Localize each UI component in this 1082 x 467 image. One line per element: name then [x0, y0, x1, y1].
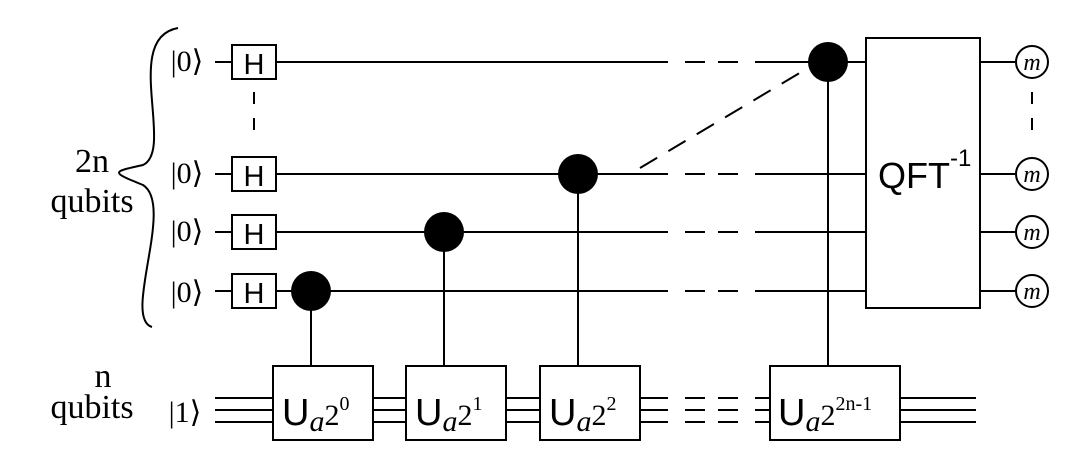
- skipped-stages-link: [639, 67, 809, 169]
- u-base: U: [415, 392, 442, 434]
- u-two: 2: [591, 399, 606, 432]
- hadamard-gate-2: H: [231, 156, 277, 193]
- control-dot-2: [558, 154, 598, 194]
- modexp-gate-2: Ua22: [539, 365, 641, 441]
- svg-text:Ua22n-1: Ua22n-1: [778, 392, 872, 438]
- u-exp: 2: [606, 393, 616, 415]
- hadamard-label: H: [244, 49, 265, 81]
- ket-zero-2: |0⟩: [171, 157, 204, 190]
- hadamard-gate-bottom: H: [231, 273, 277, 310]
- control-dot-1: [424, 212, 464, 252]
- measurement-label: m: [1023, 220, 1040, 246]
- svg-text:QFT-1: QFT-1: [878, 145, 971, 196]
- u-exp: 0: [339, 393, 349, 415]
- u-sub: a: [805, 405, 820, 438]
- measurement-label: m: [1023, 279, 1040, 305]
- measurement-2: m: [1015, 215, 1049, 249]
- control-register-size: 2n: [75, 143, 109, 180]
- u-sub: a: [442, 405, 457, 438]
- svg-text:Ua22: Ua22: [549, 392, 616, 438]
- measurement-0: m: [1015, 45, 1049, 79]
- hadamard-gate-3: H: [231, 214, 277, 251]
- measurement-3: m: [1015, 274, 1049, 308]
- u-exp: 2n-1: [835, 393, 872, 415]
- control-register-word: qubits: [50, 183, 133, 220]
- u-two: 2: [820, 399, 835, 432]
- hadamard-label: H: [244, 219, 265, 251]
- u-base: U: [549, 392, 576, 434]
- hadamard-label: H: [244, 161, 265, 193]
- ket-zero-bottom: |0⟩: [171, 276, 204, 309]
- inverse-qft-gate: QFT-1: [865, 37, 981, 309]
- u-sub: a: [576, 405, 591, 438]
- target-register-size: n: [95, 358, 112, 395]
- u-two: 2: [457, 399, 472, 432]
- target-register-word: qubits: [50, 389, 133, 426]
- measurement-1: m: [1015, 157, 1049, 191]
- hadamard-label: H: [244, 278, 265, 310]
- control-dot-3: [808, 42, 848, 82]
- modexp-gate-1: Ua21: [405, 365, 507, 441]
- qft-superscript: -1: [950, 145, 971, 172]
- svg-text:Ua21: Ua21: [415, 392, 482, 438]
- control-register-brace: [118, 27, 179, 328]
- measurement-label: m: [1023, 50, 1040, 76]
- svg-text:Ua20: Ua20: [282, 392, 349, 438]
- control-dot-0: [291, 271, 331, 311]
- ket-zero-top: |0⟩: [171, 45, 204, 78]
- modexp-gate-last: Ua22n-1: [769, 365, 901, 441]
- ket-zero-3: |0⟩: [171, 215, 204, 248]
- u-sub: a: [309, 405, 324, 438]
- u-two: 2: [324, 399, 339, 432]
- u-base: U: [282, 392, 309, 434]
- ket-one: |1⟩: [169, 396, 202, 429]
- u-exp: 1: [472, 393, 482, 415]
- control-wires: [215, 61, 1015, 292]
- qft-label: QFT: [878, 155, 950, 196]
- modexp-gate-0: Ua20: [272, 365, 374, 441]
- measurement-label: m: [1023, 162, 1040, 188]
- hadamard-gate-top: H: [231, 44, 277, 81]
- u-base: U: [778, 392, 805, 434]
